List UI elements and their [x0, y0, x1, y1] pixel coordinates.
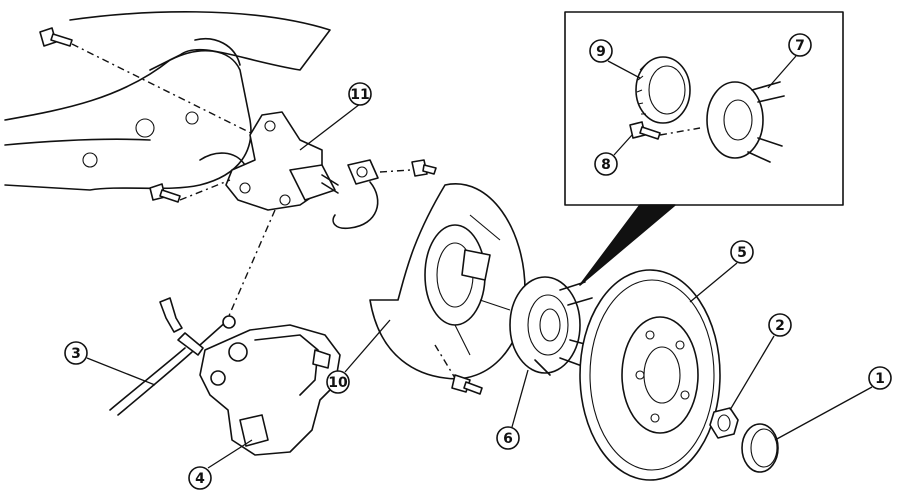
shield-bolt	[451, 374, 483, 395]
callout-11-group: 11	[299, 82, 372, 151]
callout-10	[326, 370, 350, 394]
grease-cap	[741, 423, 779, 473]
callout-5-group: 5	[689, 240, 754, 303]
shield-bolt-axis	[434, 344, 456, 379]
callout-9	[589, 39, 613, 63]
callout-6-group: 6	[496, 369, 529, 450]
callout-7	[788, 33, 812, 57]
callout-2	[768, 313, 792, 337]
callout-5-label: 5	[737, 245, 747, 261]
callout-8-group: 8	[594, 134, 633, 176]
callout-11	[348, 82, 372, 106]
callout-4	[188, 466, 212, 490]
wheel-hub-assembly	[509, 276, 593, 376]
mounting-bolt-lower	[149, 183, 181, 203]
knuckle	[225, 111, 339, 211]
callout-3-group: 3	[64, 341, 156, 386]
callout-9-label: 9	[596, 44, 606, 60]
hub-lock-nut	[709, 407, 739, 439]
callout-3-label: 3	[71, 346, 81, 362]
callout-6-label: 6	[503, 431, 513, 447]
bolt-axis-line	[71, 43, 286, 151]
callout-10-group: 10	[326, 319, 391, 394]
callout-7-group: 7	[767, 33, 812, 89]
callout-3	[64, 341, 88, 365]
callout-1	[868, 366, 892, 390]
callout-2-group: 2	[729, 313, 792, 411]
detail-inset	[564, 11, 844, 286]
caliper-axis-line	[227, 209, 276, 319]
brake-caliper	[199, 315, 341, 456]
callout-7-label: 7	[795, 38, 805, 54]
mounting-bolt-top	[39, 27, 73, 47]
parking-brake-cable	[109, 297, 229, 416]
callout-2-label: 2	[775, 318, 785, 334]
suspension-arm	[4, 11, 331, 191]
callout-5	[730, 240, 754, 264]
abs-wheel-speed-sensor	[332, 159, 437, 230]
callout-8-label: 8	[601, 157, 611, 173]
callout-1-label: 1	[875, 371, 885, 387]
callout-1-group: 1	[774, 366, 892, 441]
callout-4-group: 4	[188, 439, 253, 490]
callout-6	[496, 426, 520, 450]
callout-4-label: 4	[195, 471, 205, 487]
callout-8	[594, 152, 618, 176]
callout-9-group: 9	[589, 39, 641, 79]
brake-disc	[579, 269, 721, 481]
dust-shield	[369, 183, 526, 380]
callout-10-label: 10	[328, 375, 348, 391]
callout-11-label: 11	[350, 87, 369, 103]
